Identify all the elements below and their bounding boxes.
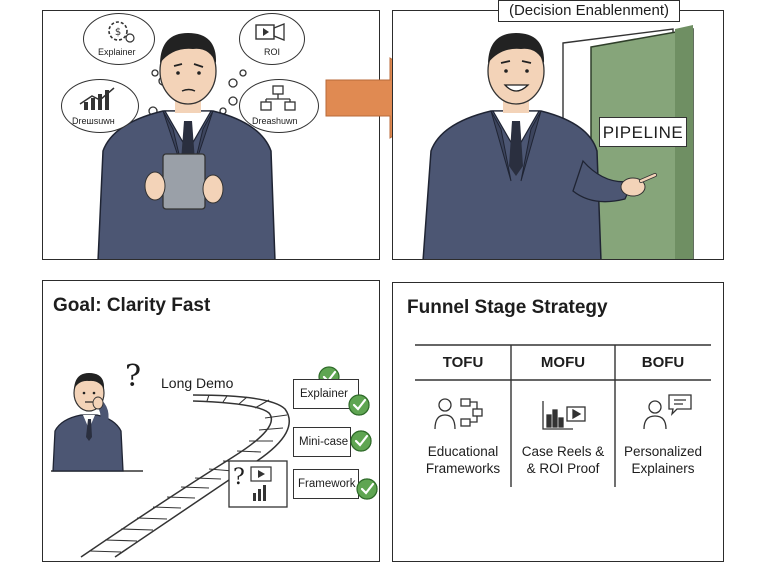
video-play-icon	[255, 23, 285, 41]
asset-card-framework: Framework	[293, 469, 359, 499]
panel3-title: Goal: Clarity Fast	[53, 295, 211, 316]
panel-confused-executive: $ Explainer ROI Dreшsuwн Dre	[42, 10, 380, 260]
bofu-text-line-1: Personalized	[623, 444, 703, 459]
asset-card-mini-case: Mini-case	[293, 427, 351, 457]
person-chat-icon	[643, 394, 692, 430]
tofu-text-line-1: Educational	[427, 444, 499, 459]
thought-bubble-chart-label: Dreшsuwн	[72, 116, 115, 126]
chart-video-icon	[542, 401, 586, 430]
panel-funnel-strategy: Funnel Stage Strategy	[392, 282, 724, 562]
panel-goal-clarity: Goal: Clarity Fast	[42, 280, 380, 562]
panel3-illustration	[51, 366, 378, 558]
thought-bubble-roi-label: ROI	[264, 47, 281, 57]
panel-confident-executive: PIPELINE	[392, 10, 724, 260]
pipeline-door-sign-text: PIPELINE	[602, 123, 684, 142]
bofu-text-line-2: Explainers	[631, 461, 695, 476]
thought-bubble-roi: ROI	[239, 13, 305, 65]
column-header-tofu: TOFU	[442, 354, 484, 371]
pipeline-door-sign: PIPELINE	[599, 117, 687, 147]
presenter-flowchart-icon	[434, 398, 483, 430]
long-demo-label: Long Demo	[161, 375, 234, 391]
asset-card-explainer-label: Explainer	[300, 388, 348, 400]
thinking-question-mark: ?	[125, 359, 142, 394]
asset-card-mini-case-label: Mini-case	[299, 436, 349, 448]
panel1-illustration	[97, 33, 276, 259]
mofu-text-line-1: Case Reels &	[521, 444, 605, 459]
thought-bubble-flowchart-label: Dreashuwn	[252, 116, 298, 126]
flowchart-icon	[260, 85, 296, 111]
thought-bubble-flowchart: Dreashuwn	[239, 79, 319, 133]
thought-bubble-explainer: $ Explainer	[83, 13, 155, 65]
gear-dollar-icon: $	[108, 21, 135, 43]
funnel-table-lines	[415, 344, 711, 487]
mofu-text-line-2: & ROI Proof	[526, 461, 600, 476]
card-question-mark: ?	[233, 465, 245, 490]
decision-enablement-tag: (Decision Enablenment)	[498, 0, 680, 22]
asset-card-explainer: Explainer	[293, 379, 359, 409]
asset-card-framework-label: Framework	[298, 478, 356, 490]
thought-bubble-explainer-label: Explainer	[98, 47, 136, 57]
column-header-mofu: MOFU	[540, 354, 586, 371]
bar-chart-icon	[79, 87, 115, 110]
tofu-text-line-2: Frameworks	[425, 461, 501, 476]
panel4-title: Funnel Stage Strategy	[407, 297, 608, 318]
svg-text:$: $	[115, 27, 121, 38]
thought-bubble-chart: Dreшsuwн	[61, 79, 139, 133]
column-header-bofu: BOFU	[641, 354, 685, 371]
